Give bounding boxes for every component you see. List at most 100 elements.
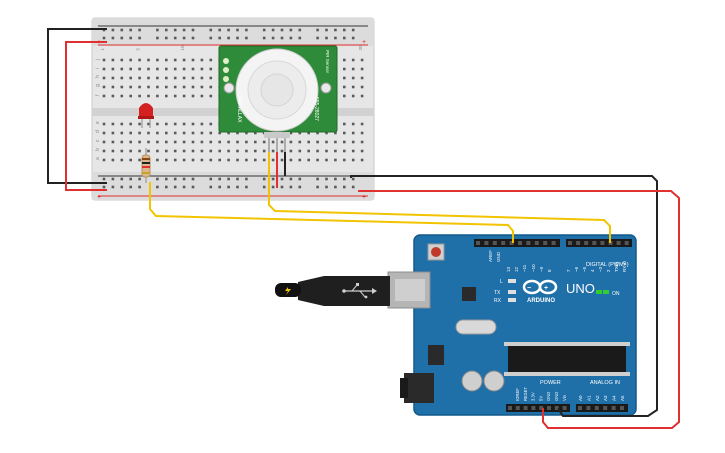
rail-hole[interactable] (111, 185, 115, 189)
breadboard-hole[interactable] (165, 85, 168, 89)
breadboard-hole[interactable] (351, 67, 355, 71)
breadboard-hole[interactable] (156, 58, 159, 62)
breadboard-hole[interactable] (289, 149, 293, 153)
breadboard-hole[interactable] (147, 85, 150, 89)
breadboard-hole[interactable] (147, 76, 150, 80)
pir-sensor[interactable]: PARALLAX 555-28027 PIR Sensor (218, 45, 338, 152)
rail-hole[interactable] (156, 177, 159, 181)
rail-hole[interactable] (165, 28, 168, 32)
rail-hole[interactable] (138, 177, 141, 181)
breadboard-hole[interactable] (262, 140, 266, 144)
breadboard-hole[interactable] (111, 67, 115, 71)
wire-red-left-loop[interactable] (65, 41, 107, 191)
breadboard-hole[interactable] (138, 131, 141, 135)
header-pin[interactable] (611, 406, 616, 410)
breadboard-hole[interactable] (218, 140, 221, 144)
rail-hole[interactable] (129, 28, 132, 32)
rail-hole[interactable] (182, 36, 186, 40)
rail-hole[interactable] (262, 28, 266, 32)
header-pin[interactable] (508, 406, 512, 410)
rail-hole[interactable] (218, 28, 221, 32)
breadboard-hole[interactable] (218, 158, 221, 162)
header-pin[interactable] (476, 241, 480, 245)
breadboard-hole[interactable] (334, 131, 337, 135)
rail-hole[interactable] (111, 28, 115, 32)
rail-hole[interactable] (316, 185, 319, 189)
breadboard-hole[interactable] (147, 140, 150, 144)
breadboard-hole[interactable] (173, 149, 177, 153)
header-pin[interactable] (616, 241, 621, 245)
breadboard-hole[interactable] (191, 67, 195, 71)
breadboard-hole[interactable] (209, 85, 213, 89)
breadboard-hole[interactable] (200, 149, 204, 153)
breadboard-hole[interactable] (343, 76, 346, 80)
breadboard-hole[interactable] (271, 158, 275, 162)
breadboard-hole[interactable] (129, 158, 132, 162)
breadboard-hole[interactable] (298, 140, 302, 144)
breadboard-hole[interactable] (360, 158, 364, 162)
breadboard-hole[interactable] (173, 94, 177, 98)
breadboard-hole[interactable] (360, 85, 364, 89)
rail-hole[interactable] (165, 36, 168, 40)
breadboard-hole[interactable] (182, 94, 186, 98)
header-pin[interactable] (534, 241, 539, 245)
breadboard-hole[interactable] (289, 158, 293, 162)
rail-hole[interactable] (173, 36, 177, 40)
breadboard-hole[interactable] (360, 140, 364, 144)
breadboard-hole[interactable] (307, 131, 310, 135)
breadboard-hole[interactable] (111, 122, 115, 126)
rail-hole[interactable] (343, 28, 346, 32)
breadboard-hole[interactable] (102, 58, 106, 62)
resistor[interactable] (141, 148, 151, 183)
rail-hole[interactable] (262, 36, 266, 40)
breadboard-hole[interactable] (138, 140, 141, 144)
rail-hole[interactable] (351, 36, 355, 40)
breadboard-hole[interactable] (173, 131, 177, 135)
rail-hole[interactable] (351, 185, 355, 189)
header-pin[interactable] (586, 406, 591, 410)
breadboard-hole[interactable] (111, 149, 115, 153)
rail-hole[interactable] (351, 177, 355, 181)
breadboard-hole[interactable] (343, 140, 346, 144)
breadboard-hole[interactable] (218, 131, 221, 135)
breadboard-hole[interactable] (209, 76, 213, 80)
breadboard-hole[interactable] (343, 58, 346, 62)
breadboard-hole[interactable] (165, 140, 168, 144)
rail-hole[interactable] (182, 28, 186, 32)
breadboard-hole[interactable] (156, 149, 159, 153)
wire-black-gnd[interactable] (350, 175, 658, 417)
rail-hole[interactable] (298, 36, 302, 40)
breadboard-hole[interactable] (343, 94, 346, 98)
breadboard-hole[interactable] (102, 131, 106, 135)
rail-hole[interactable] (289, 185, 293, 189)
breadboard-hole[interactable] (280, 140, 284, 144)
breadboard-hole[interactable] (182, 122, 186, 126)
breadboard-hole[interactable] (200, 122, 204, 126)
header-pin[interactable] (592, 241, 597, 245)
breadboard-hole[interactable] (209, 94, 213, 98)
breadboard-hole[interactable] (138, 67, 141, 71)
breadboard-hole[interactable] (351, 158, 355, 162)
breadboard-hole[interactable] (343, 131, 346, 135)
breadboard-hole[interactable] (200, 85, 204, 89)
breadboard-hole[interactable] (138, 149, 141, 153)
rail-hole[interactable] (289, 36, 293, 40)
breadboard-hole[interactable] (360, 94, 364, 98)
breadboard-hole[interactable] (156, 140, 159, 144)
breadboard-hole[interactable] (227, 149, 230, 153)
rail-hole[interactable] (316, 177, 319, 181)
breadboard-hole[interactable] (191, 58, 195, 62)
breadboard-hole[interactable] (120, 122, 124, 126)
breadboard-hole[interactable] (351, 76, 355, 80)
breadboard-hole[interactable] (334, 158, 337, 162)
breadboard-hole[interactable] (173, 67, 177, 71)
breadboard-hole[interactable] (129, 122, 132, 126)
breadboard-hole[interactable] (325, 149, 328, 153)
rail-hole[interactable] (102, 36, 106, 40)
breadboard-hole[interactable] (147, 58, 150, 62)
rail-hole[interactable] (245, 36, 248, 40)
breadboard-hole[interactable] (245, 131, 248, 135)
rail-hole[interactable] (138, 185, 141, 189)
rail-hole[interactable] (280, 36, 284, 40)
breadboard-hole[interactable] (165, 67, 168, 71)
